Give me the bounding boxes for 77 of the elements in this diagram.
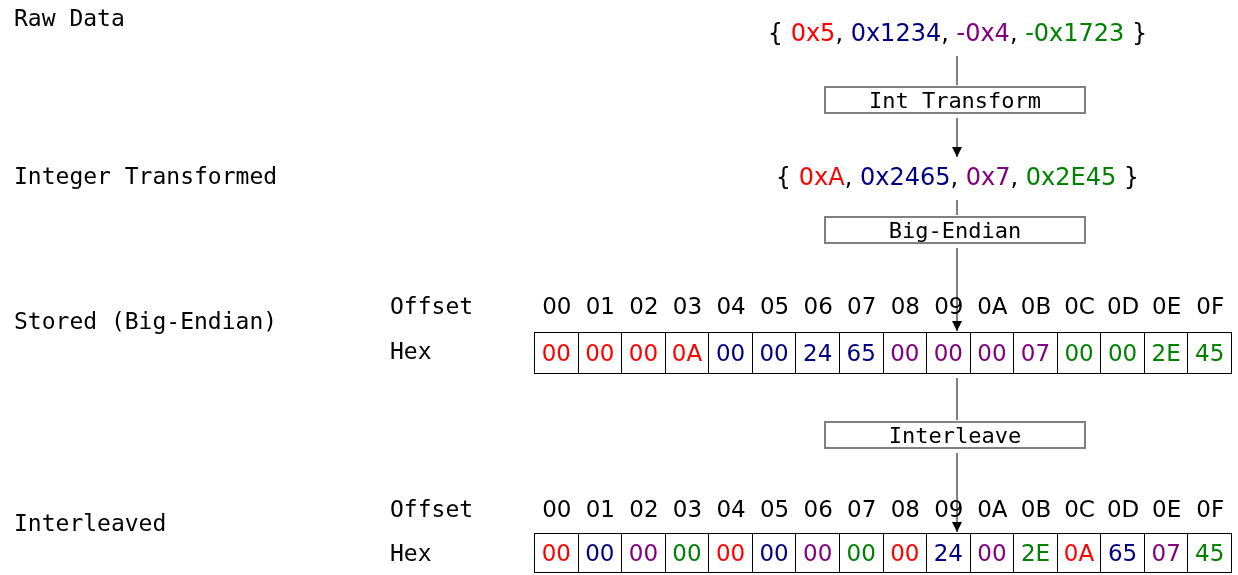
offset-label: 02 <box>629 292 659 320</box>
offset-label: 05 <box>759 292 790 320</box>
hex-cell: 00 <box>882 533 928 573</box>
hex-cell: 00 <box>534 533 579 573</box>
offset-label: 09 <box>934 495 964 523</box>
row-label: Offset <box>390 495 474 523</box>
hex-cell: 00 <box>795 533 840 573</box>
hex-cell: 65 <box>838 332 884 374</box>
hex-cell: 0A <box>1056 533 1102 573</box>
row-label: Hex <box>390 337 432 365</box>
row-label: Stored (Big-Endian) <box>14 307 278 335</box>
row-label: Offset <box>390 292 474 320</box>
hex-cell: 00 <box>708 332 753 374</box>
hex-cell: 45 <box>1187 533 1232 573</box>
hex-cell: 00 <box>969 332 1015 374</box>
offset-label: 03 <box>672 495 703 523</box>
hex-cell: 00 <box>751 533 797 573</box>
hex-cell: 0A <box>664 332 710 374</box>
offset-label: 06 <box>803 495 833 523</box>
offset-label: 04 <box>716 292 746 320</box>
hex-cell: 00 <box>882 332 928 374</box>
offset-label: 00 <box>542 495 572 523</box>
value-list: { 0xA, 0x2465, 0x7, 0x2E45 } <box>775 163 1140 191</box>
offset-label: 07 <box>847 495 877 523</box>
hex-cell: 00 <box>621 533 666 573</box>
hex-cell: 24 <box>926 533 971 573</box>
row-label: Hex <box>390 539 432 567</box>
hex-cell: 2E <box>1013 533 1058 573</box>
offset-label: 08 <box>890 495 920 523</box>
offset-label: 0B <box>1020 292 1052 320</box>
offset-label: 07 <box>847 292 877 320</box>
hex-cell: 00 <box>838 533 884 573</box>
offset-label: 09 <box>934 292 964 320</box>
hex-cell: 00 <box>751 332 797 374</box>
transform-box: Big-Endian <box>824 216 1086 244</box>
hex-cell: 00 <box>577 533 623 573</box>
offset-label: 02 <box>629 495 659 523</box>
offset-label: 00 <box>542 292 572 320</box>
hex-cell: 2E <box>1143 332 1189 374</box>
row-label: Raw Data <box>14 4 125 32</box>
offset-label: 04 <box>716 495 746 523</box>
offset-label: 0F <box>1196 292 1225 320</box>
offset-label: 0E <box>1152 292 1182 320</box>
hex-cell: 07 <box>1143 533 1189 573</box>
hex-cell: 07 <box>1013 332 1058 374</box>
hex-cell: 00 <box>926 332 971 374</box>
hex-cell: 65 <box>1100 533 1145 573</box>
offset-label: 0A <box>977 292 1008 320</box>
hex-cell: 00 <box>1100 332 1145 374</box>
hex-cell: 24 <box>795 332 840 374</box>
hex-cell: 00 <box>577 332 623 374</box>
offset-label: 08 <box>890 292 920 320</box>
hex-cell: 00 <box>621 332 666 374</box>
row-label: Integer Transformed <box>14 162 278 190</box>
hex-cell: 00 <box>664 533 710 573</box>
offset-label: 06 <box>803 292 833 320</box>
offset-label: 03 <box>672 292 703 320</box>
hex-cell: 00 <box>534 332 579 374</box>
hex-cell: 00 <box>1056 332 1102 374</box>
hex-cell: 00 <box>969 533 1015 573</box>
offset-label: 0A <box>977 495 1008 523</box>
offset-label: 01 <box>585 292 615 320</box>
hex-cell: 45 <box>1187 332 1232 374</box>
offset-label: 01 <box>585 495 615 523</box>
transform-box: Interleave <box>824 421 1086 449</box>
offset-label: 0D <box>1106 495 1140 523</box>
hex-cell: 00 <box>708 533 753 573</box>
offset-label: 0E <box>1152 495 1182 523</box>
offset-label: 0B <box>1020 495 1052 523</box>
transform-box: Int Transform <box>824 86 1086 114</box>
offset-label: 0C <box>1064 495 1095 523</box>
offset-label: 0F <box>1196 495 1225 523</box>
offset-label: 05 <box>759 495 790 523</box>
row-label: Interleaved <box>14 509 167 537</box>
offset-label: 0C <box>1064 292 1095 320</box>
value-list: { 0x5, 0x1234, -0x4, -0x1723 } <box>767 19 1148 47</box>
offset-label: 0D <box>1106 292 1140 320</box>
